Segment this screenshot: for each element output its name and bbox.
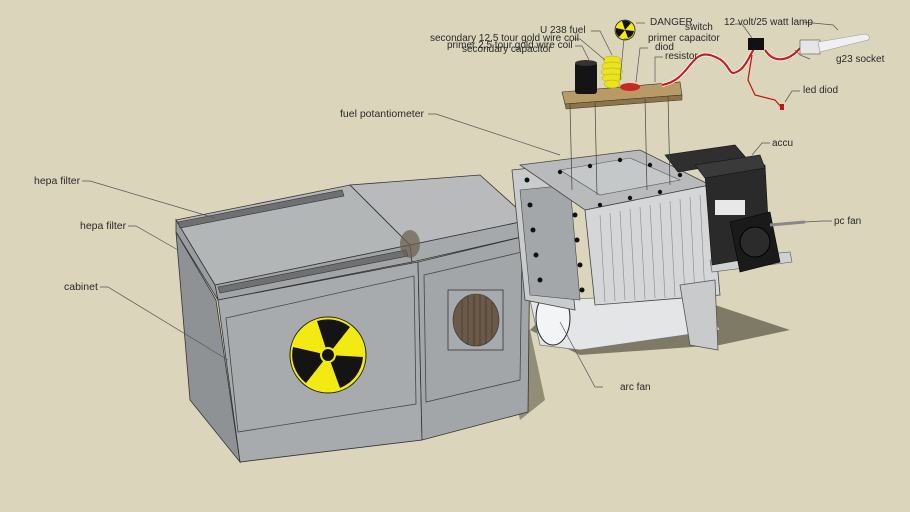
label-secondary-coil: secondary 12,5 tour gold wire coil <box>430 33 579 44</box>
radiation-symbol-icon <box>289 316 367 394</box>
hepa-filter-vent-top <box>177 189 345 229</box>
gold-wire-coil <box>600 55 624 89</box>
label-resistor: resistor <box>665 51 698 62</box>
label-pc-fan: pc fan <box>834 216 862 227</box>
label-hepa-filter-top: hepa filter <box>34 175 81 187</box>
label-diod: diod <box>655 42 674 53</box>
label-danger: DANGER <box>650 17 693 28</box>
label-primer-capacitor: primer capacitor <box>648 33 720 44</box>
label-secondary-capacitor: secondary capacitor <box>462 44 552 55</box>
cabinet <box>175 174 531 464</box>
lamp <box>799 33 870 55</box>
label-led-diod: led diod <box>803 85 839 96</box>
led-diod <box>780 104 784 110</box>
switch <box>748 38 764 50</box>
label-u238-fuel: U 238 fuel <box>540 25 586 36</box>
heatsink <box>584 184 721 306</box>
label-arc-fan: arc fan <box>620 382 651 393</box>
support-plate <box>679 279 719 351</box>
label-cabinet: cabinet <box>64 281 98 293</box>
reactor-housing <box>511 149 793 351</box>
side-grille <box>400 230 420 258</box>
danger-sign-icon <box>614 19 636 41</box>
cabinet-fan-grille <box>452 293 500 347</box>
primer-capacitor <box>620 83 640 91</box>
label-g23-socket: g23 socket <box>836 54 885 65</box>
label-hepa-filter-front: hepa filter <box>80 220 127 232</box>
circuit-board <box>561 19 683 196</box>
secondary-capacitor <box>575 62 597 94</box>
label-fuel-potentiometer: fuel potantiometer <box>340 108 425 120</box>
wires <box>661 43 802 109</box>
label-primer-coil: primer 2,5 tour gold wire coil <box>447 40 573 51</box>
label-switch: switch <box>685 22 713 33</box>
leader-lines <box>82 21 839 388</box>
label-accu: accu <box>772 138 794 149</box>
label-lamp: 12 volt/25 watt lamp <box>724 17 813 28</box>
pc-fan <box>729 211 806 273</box>
